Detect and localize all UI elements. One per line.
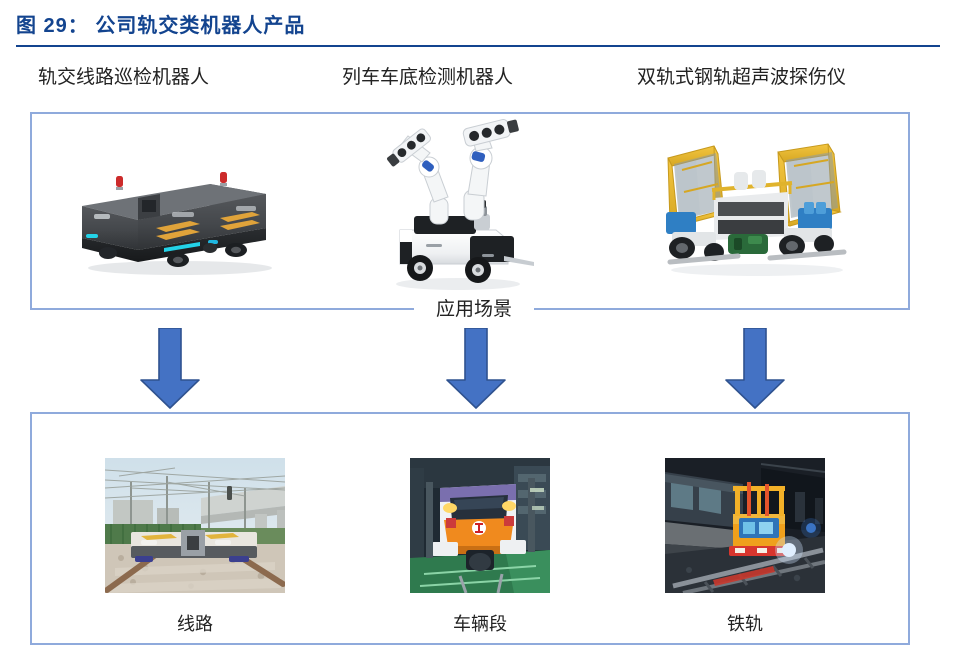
train-underbody-inspection-robot-image — [378, 118, 538, 294]
rail-line-inspection-robot-image — [60, 150, 290, 280]
product-header-2: 列车车底检测机器人 — [342, 67, 514, 88]
scene-caption-line: 线路 — [177, 614, 213, 634]
scene-photo-rail — [665, 458, 825, 593]
figure-title-block: 图 29： 公司轨交类机器人产品 — [16, 12, 940, 52]
product-header-1: 轨交线路巡检机器人 — [38, 67, 210, 88]
title-divider — [16, 45, 940, 47]
product-headers: 轨交线路巡检机器人 列车车底检测机器人 双轨式钢轨超声波探伤仪 — [0, 62, 956, 96]
scenario-label: 应用场景 — [414, 296, 534, 324]
arrow-down-depot — [441, 328, 511, 410]
product-header-3: 双轨式钢轨超声波探伤仪 — [637, 67, 847, 88]
scene-photo-line — [105, 458, 285, 593]
page-title: 图 29： 公司轨交类机器人产品 — [16, 15, 306, 37]
scene-caption-rail: 铁轨 — [727, 614, 763, 634]
arrow-down-line — [135, 328, 205, 410]
scene-photo-depot — [410, 458, 550, 593]
arrow-down-rail — [720, 328, 790, 410]
scene-caption-depot: 车辆段 — [453, 614, 507, 634]
dual-rail-ultrasonic-flaw-detector-image — [652, 136, 862, 284]
